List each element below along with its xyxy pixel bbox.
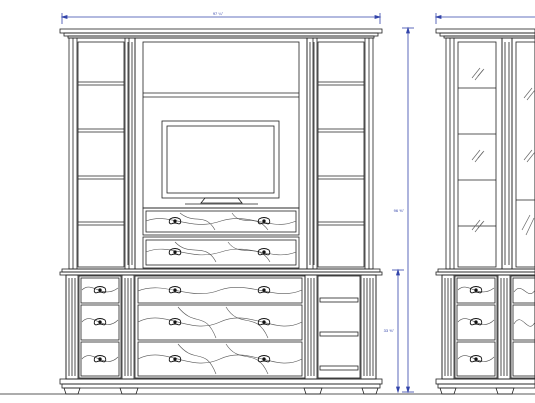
counter-ledge bbox=[59, 268, 383, 276]
drawer-pull-icon bbox=[93, 286, 107, 294]
main-wall-unit bbox=[59, 28, 383, 395]
crown-molding bbox=[59, 28, 383, 39]
drawer-pull-icon bbox=[469, 286, 483, 294]
right-hutch-tower bbox=[312, 37, 374, 270]
drawer-pull-icon bbox=[168, 217, 182, 225]
media-drawer-top bbox=[142, 207, 300, 236]
overall-height-label: 96 ⅝" bbox=[394, 208, 405, 213]
left-hutch-tower bbox=[68, 37, 130, 270]
base-cabinet bbox=[65, 274, 377, 380]
drawer-pull-icon bbox=[469, 318, 483, 326]
tv-opening bbox=[134, 37, 308, 270]
second-unit-dimension bbox=[434, 13, 535, 24]
drawer-pulls bbox=[93, 217, 271, 363]
drawer-pull-icon bbox=[257, 318, 271, 326]
drawer-pull-icon bbox=[168, 355, 182, 363]
drawer-pull-icon bbox=[168, 248, 182, 256]
glass-door-tower bbox=[445, 37, 503, 270]
flat-screen-tv bbox=[161, 120, 280, 205]
width-dimension bbox=[60, 13, 382, 24]
base-height-label: 33 ⅝" bbox=[384, 328, 395, 333]
drawer-pull-icon bbox=[257, 217, 271, 225]
media-drawer-bottom bbox=[142, 236, 300, 269]
drawer-pull-icon bbox=[257, 248, 271, 256]
drawer-pull-icon bbox=[257, 355, 271, 363]
second-unit-pulls bbox=[469, 286, 483, 363]
drawer-pull-icon bbox=[469, 355, 483, 363]
right-pilaster bbox=[306, 37, 318, 270]
drawer-pull-icon bbox=[168, 318, 182, 326]
plinth-base bbox=[59, 378, 383, 395]
second-wall-unit bbox=[434, 13, 535, 395]
left-pilaster bbox=[124, 37, 136, 270]
height-dimension bbox=[402, 26, 414, 394]
drawer-pull-icon bbox=[93, 355, 107, 363]
overall-width-label: 97 ¼" bbox=[213, 11, 224, 16]
base-height-dimension bbox=[392, 268, 404, 394]
drawer-pull-icon bbox=[93, 318, 107, 326]
drawer-pull-icon bbox=[257, 286, 271, 294]
drawer-pull-icon bbox=[168, 286, 182, 294]
